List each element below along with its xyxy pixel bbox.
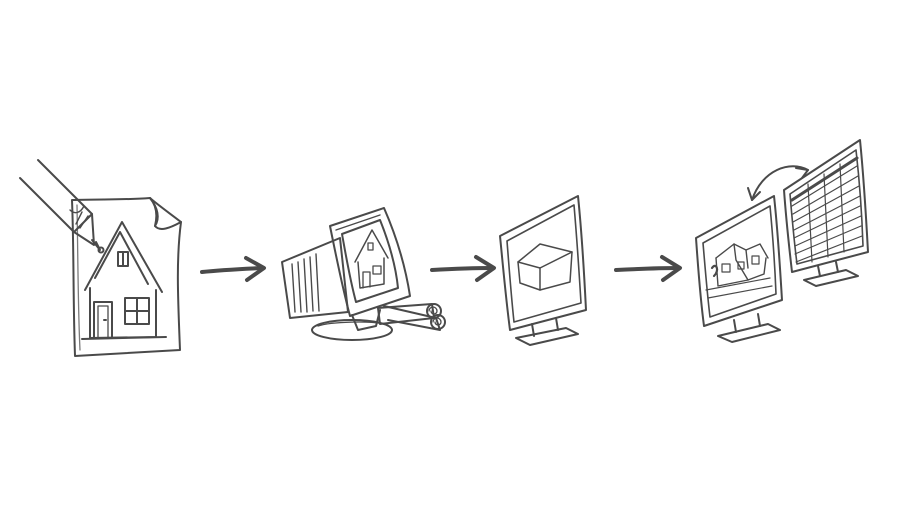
arrow-right-icon — [200, 256, 266, 282]
crt-monitor-with-blueprints-icon — [281, 207, 446, 341]
flat-monitor-wireframe-house-icon — [499, 195, 587, 346]
pencil-drawing-house-icon — [19, 159, 182, 357]
dual-monitors-swap-icon — [695, 139, 869, 343]
arrow-right-icon — [430, 255, 496, 282]
arrow-right-icon — [614, 255, 682, 282]
